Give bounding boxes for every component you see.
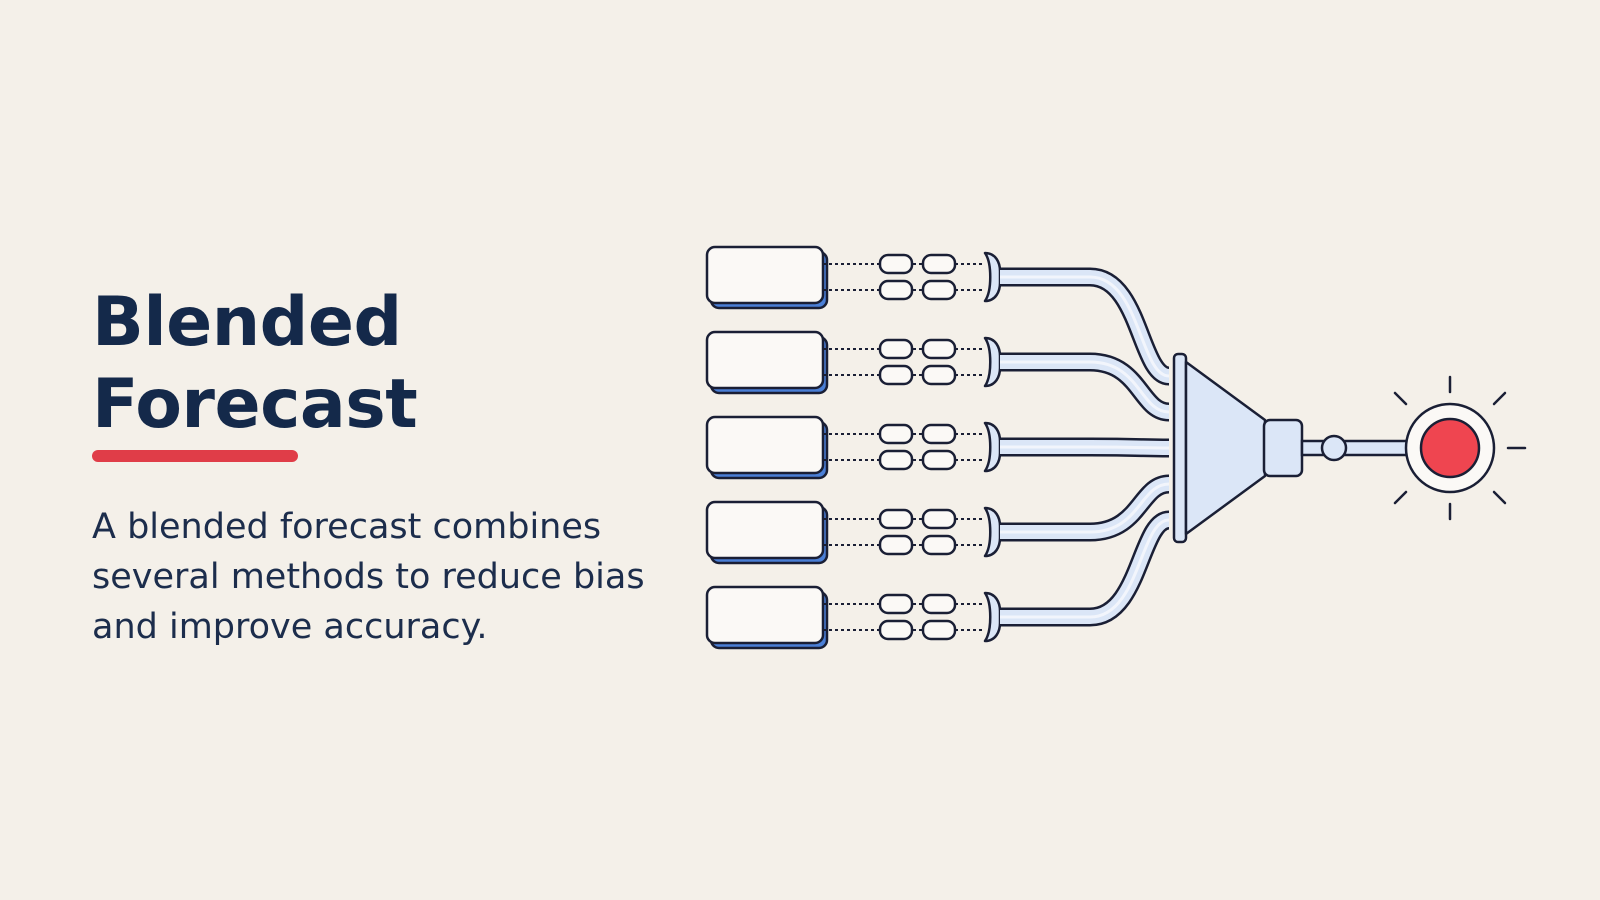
pipe-highlight [1000, 482, 1170, 534]
input-row [705, 245, 1002, 310]
output-group [1300, 375, 1527, 521]
method-card-icon [705, 245, 825, 305]
funnel-nozzle [1262, 418, 1304, 478]
title-line-1: Blended [92, 283, 402, 362]
glow-ray [1393, 391, 1408, 406]
chain-link-icon [878, 364, 914, 386]
description-text: A blended forecast combines several meth… [92, 507, 645, 647]
chain-link-icon [921, 534, 957, 556]
chain-link-icon [878, 593, 914, 615]
chain-link-icon [878, 619, 914, 641]
title-block: Blended Forecast A blended forecast comb… [92, 282, 672, 652]
glow-ray [1492, 391, 1507, 406]
pipe-highlight [1000, 275, 1170, 378]
coupler-icon [983, 591, 1002, 643]
glowing-dot-icon [1419, 417, 1481, 479]
chain-link-icon [921, 364, 957, 386]
title-underline [92, 450, 298, 462]
chain-link-icon [878, 279, 914, 301]
coupler-icon [983, 336, 1002, 388]
method-card-icon [705, 500, 825, 560]
pipe-highlight [1000, 360, 1170, 414]
funnel-rim [1172, 352, 1188, 544]
method-card-icon [705, 585, 825, 645]
method-card-icon [705, 330, 825, 390]
chain-link-icon [921, 508, 957, 530]
chain-link-icon [878, 508, 914, 530]
chain-link-icon [921, 619, 957, 641]
coupler-icon [983, 251, 1002, 303]
glow-ray [1393, 490, 1408, 505]
coupler-icon [983, 506, 1002, 558]
funnel-body [1184, 360, 1267, 536]
glow-ray [1492, 490, 1507, 505]
input-row [705, 415, 1002, 480]
pipe-highlight [1000, 445, 1170, 450]
chain-link-icon [921, 253, 957, 275]
output-pipe [1300, 439, 1414, 457]
method-card-icon [705, 415, 825, 475]
input-rows [705, 245, 1002, 650]
chain-link-icon [921, 423, 957, 445]
input-row [705, 500, 1002, 565]
coupler-icon [983, 421, 1002, 473]
chain-link-icon [878, 449, 914, 471]
chain-link-icon [921, 338, 957, 360]
chain-link-icon [878, 338, 914, 360]
merge-pipes [1000, 267, 1172, 627]
chain-link-icon [921, 449, 957, 471]
chain-link-icon [878, 253, 914, 275]
chain-link-icon [878, 534, 914, 556]
pipe-highlight [1000, 518, 1170, 619]
funnel-icon [1172, 352, 1304, 544]
chain-link-icon [921, 279, 957, 301]
chain-link-icon [878, 423, 914, 445]
input-row [705, 330, 1002, 395]
title-line-2: Forecast [92, 365, 418, 444]
chain-link-icon [921, 593, 957, 615]
input-row [705, 585, 1002, 650]
page-title: Blended Forecast [92, 282, 672, 446]
junction-node [1320, 434, 1348, 462]
